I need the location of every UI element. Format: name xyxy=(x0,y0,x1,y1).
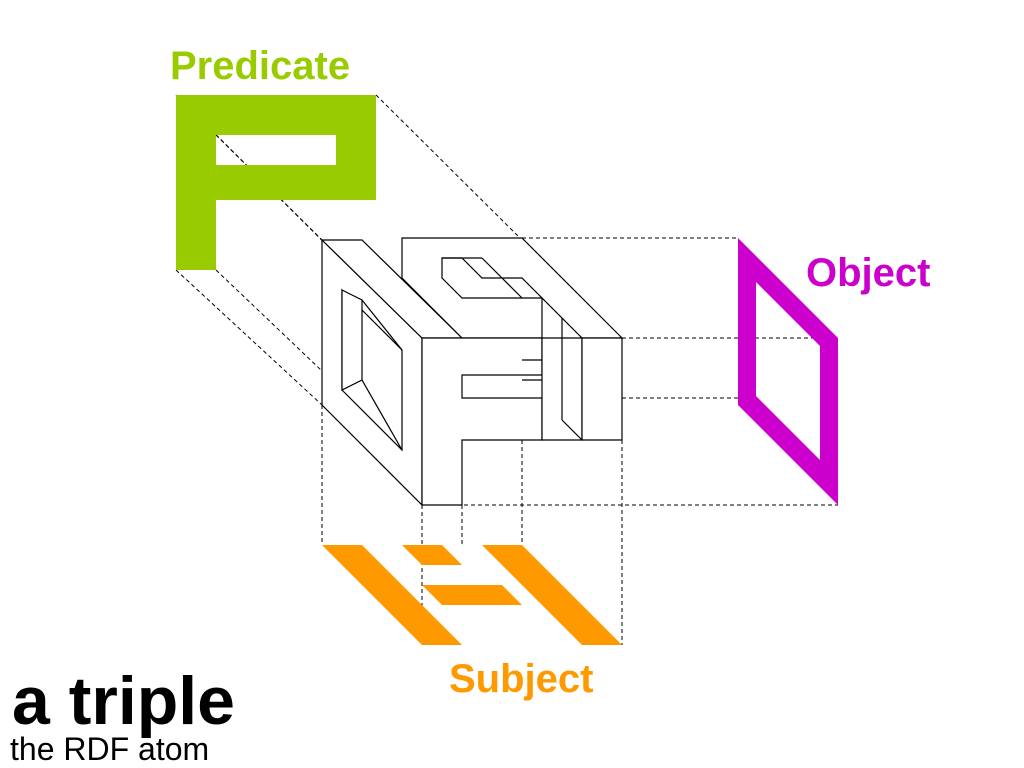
subject-label: Subject xyxy=(449,657,594,701)
slide-title: a triple xyxy=(12,663,235,739)
triple-cube xyxy=(320,237,624,507)
object-shape xyxy=(738,238,838,505)
object-label: Object xyxy=(806,251,931,295)
predicate-label: Predicate xyxy=(170,44,351,88)
predicate-shape xyxy=(176,95,376,270)
slide-subtitle: the RDF atom xyxy=(10,731,210,767)
subject-shape xyxy=(322,545,622,645)
